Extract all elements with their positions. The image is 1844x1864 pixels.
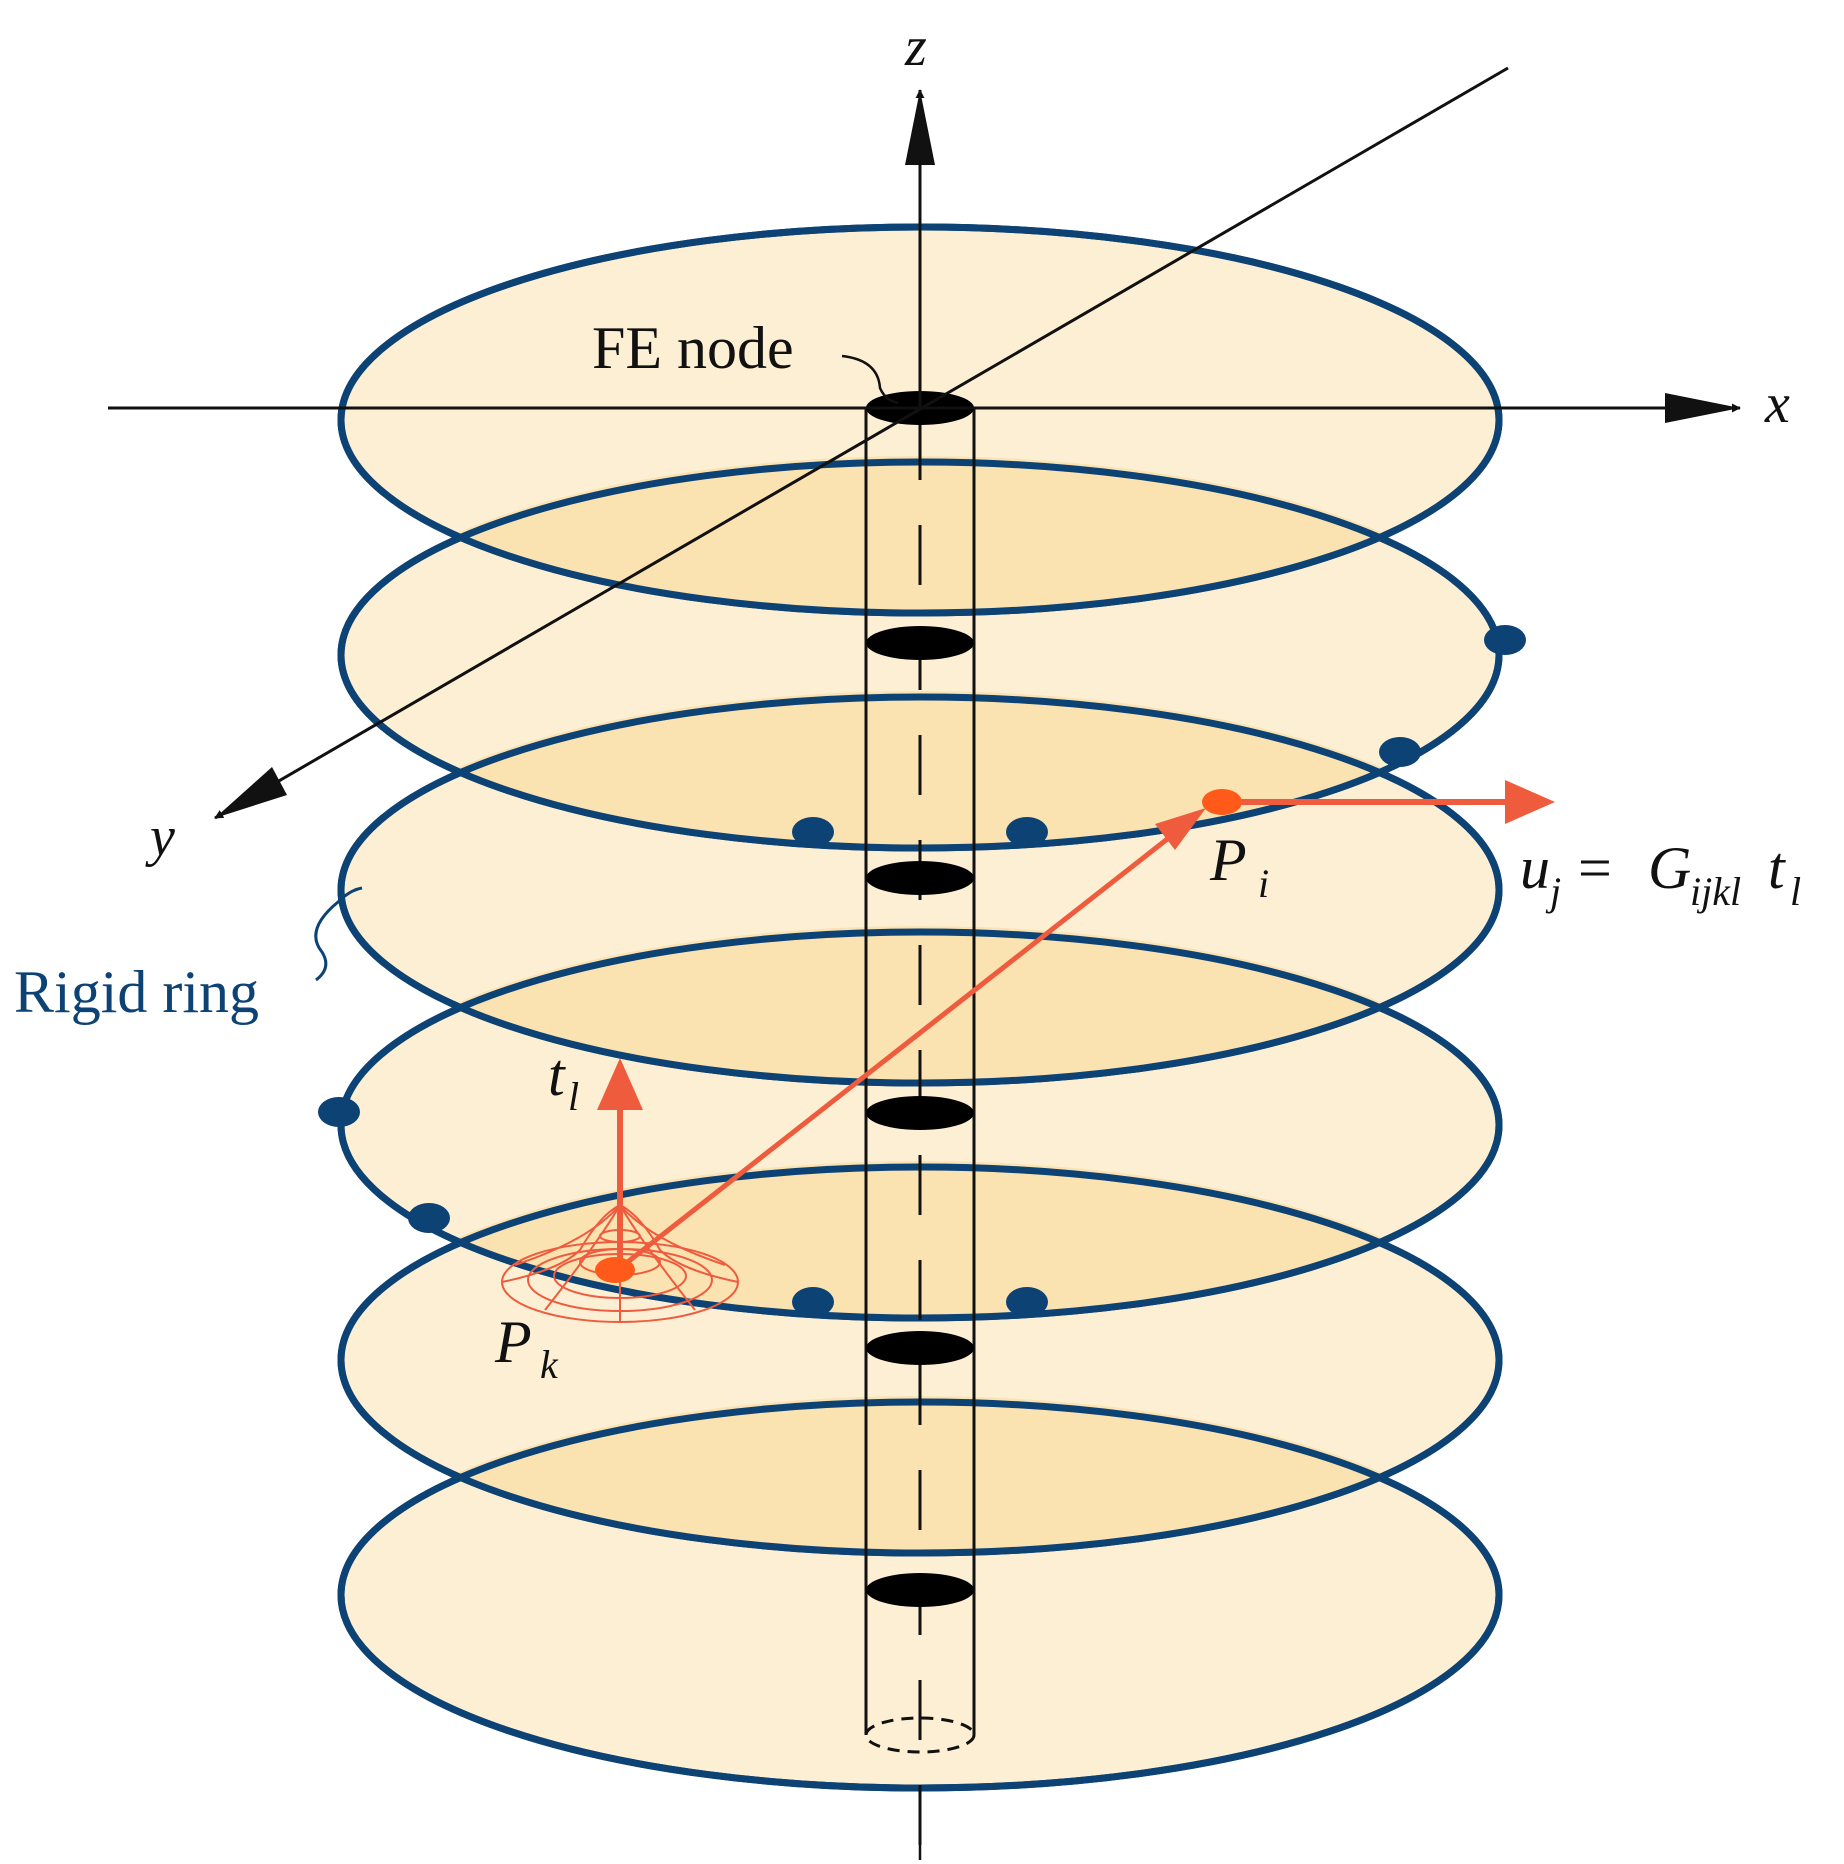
y-axis-line: [214, 66, 1509, 820]
eq-t: t: [1768, 835, 1786, 901]
fe-node-6: [866, 1573, 974, 1607]
fe-node-4: [866, 1096, 974, 1130]
pi-sub: i: [1258, 861, 1269, 906]
tl-label: t l: [548, 1042, 579, 1119]
boundary-nodes: [318, 625, 1526, 1317]
overlap-4-5: [453, 1161, 1387, 1319]
tl-main: t: [548, 1042, 566, 1108]
eq-g-sub: ijkl: [1690, 869, 1741, 914]
y-axis-label: y: [145, 806, 175, 868]
axis-arrowheads: [215, 90, 1740, 818]
tube-bottom-end: [864, 1716, 976, 1754]
boundary-node: [792, 1287, 834, 1317]
fe-node-leader: [841, 354, 899, 405]
boundary-node: [1006, 1287, 1048, 1317]
fe-nodes: [866, 391, 974, 1607]
pi-label: P i: [1209, 827, 1269, 906]
eq-t-sub: l: [1790, 869, 1801, 914]
fe-node-5: [866, 1331, 974, 1365]
leaders: [841, 354, 899, 405]
boundary-node: [1484, 625, 1526, 655]
force-vectors: [595, 780, 1555, 1283]
point-pk: [595, 1257, 635, 1283]
pi-main: P: [1209, 827, 1247, 893]
boundary-node: [408, 1203, 450, 1233]
fe-node-label: FE node: [592, 315, 794, 381]
pk-main: P: [494, 1309, 532, 1375]
green-function-arrow: [618, 831, 1177, 1270]
boundary-node: [1379, 737, 1421, 767]
traction-arrowhead: [597, 1058, 643, 1110]
pk-sub: k: [540, 1342, 559, 1387]
boundary-node: [1006, 817, 1048, 847]
green-function-arrowhead: [1155, 808, 1206, 850]
displacement-equation: u j = G ijkl t l: [1520, 835, 1801, 914]
eq-equals: =: [1578, 835, 1612, 901]
boundary-node: [318, 1097, 360, 1127]
y-axis-arrowhead: [215, 767, 287, 818]
z-axis-arrowhead: [905, 90, 935, 165]
boundary-node: [792, 817, 834, 847]
x-axis-label: x: [1764, 373, 1790, 435]
rigid-ring-label: Rigid ring: [14, 959, 259, 1025]
pk-label: P k: [494, 1309, 559, 1387]
fe-node-2: [866, 626, 974, 660]
z-axis-label: z: [904, 16, 927, 78]
tl-sub: l: [568, 1074, 579, 1119]
eq-u: u: [1520, 835, 1550, 901]
fe-node-3: [866, 861, 974, 895]
x-axis-arrowhead: [1665, 393, 1740, 423]
point-pi: [1202, 789, 1242, 815]
eq-u-sub: j: [1545, 869, 1561, 914]
overlap-shading: [453, 456, 1387, 1554]
displacement-arrowhead: [1505, 780, 1555, 824]
eq-g: G: [1648, 835, 1691, 901]
rigid-ring-leader: [314, 886, 363, 982]
